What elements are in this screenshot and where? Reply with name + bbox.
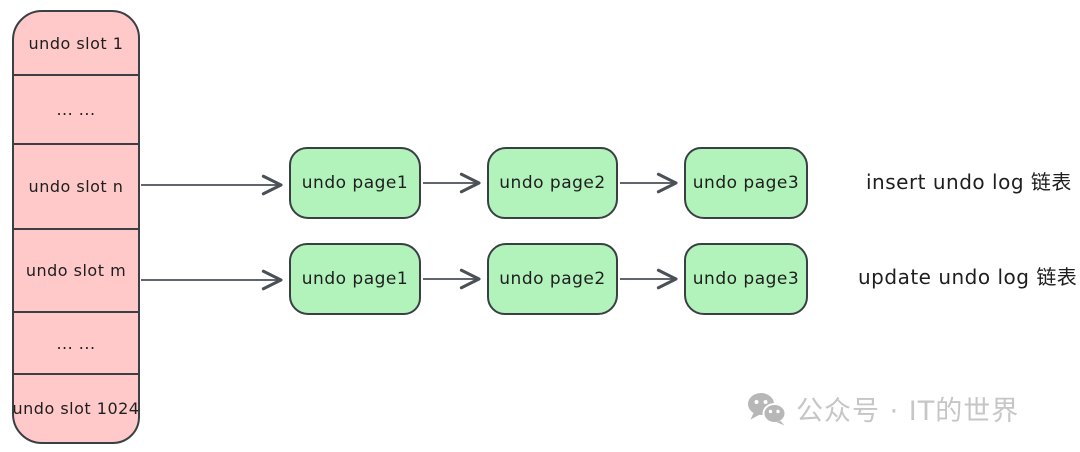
undo-slot-cell-1024: undo slot 1024 <box>12 399 140 418</box>
insert-undo-page1-box: undo page1 <box>289 147 421 219</box>
undo-slot-cell-1: undo slot 1 <box>14 12 138 76</box>
update-chain-label: update undo log 链表 <box>858 265 1078 289</box>
insert-undo-page2-box: undo page2 <box>487 147 618 219</box>
update-undo-page2-box: undo page2 <box>487 243 618 315</box>
update-undo-page3-box: undo page3 <box>684 243 808 315</box>
watermark-text: 公众号 · IT的世界 <box>796 396 1020 427</box>
insert-chain-label: insert undo log 链表 <box>866 170 1072 194</box>
undo-slot-cell-m: undo slot m <box>14 230 138 313</box>
insert-undo-page3-box: undo page3 <box>684 147 808 219</box>
undo-slot-ellipsis-bottom: ... ... <box>14 313 138 375</box>
undo-slot-cell-n: undo slot n <box>14 145 138 230</box>
undo-slot-ellipsis-top: ... ... <box>14 76 138 145</box>
watermark: 公众号 · IT的世界 <box>747 389 1019 428</box>
update-undo-page1-box: undo page1 <box>289 243 421 315</box>
wechat-icon <box>748 392 787 425</box>
undo-slot-stack: undo slot 1 ... ... undo slot n undo slo… <box>12 10 140 444</box>
